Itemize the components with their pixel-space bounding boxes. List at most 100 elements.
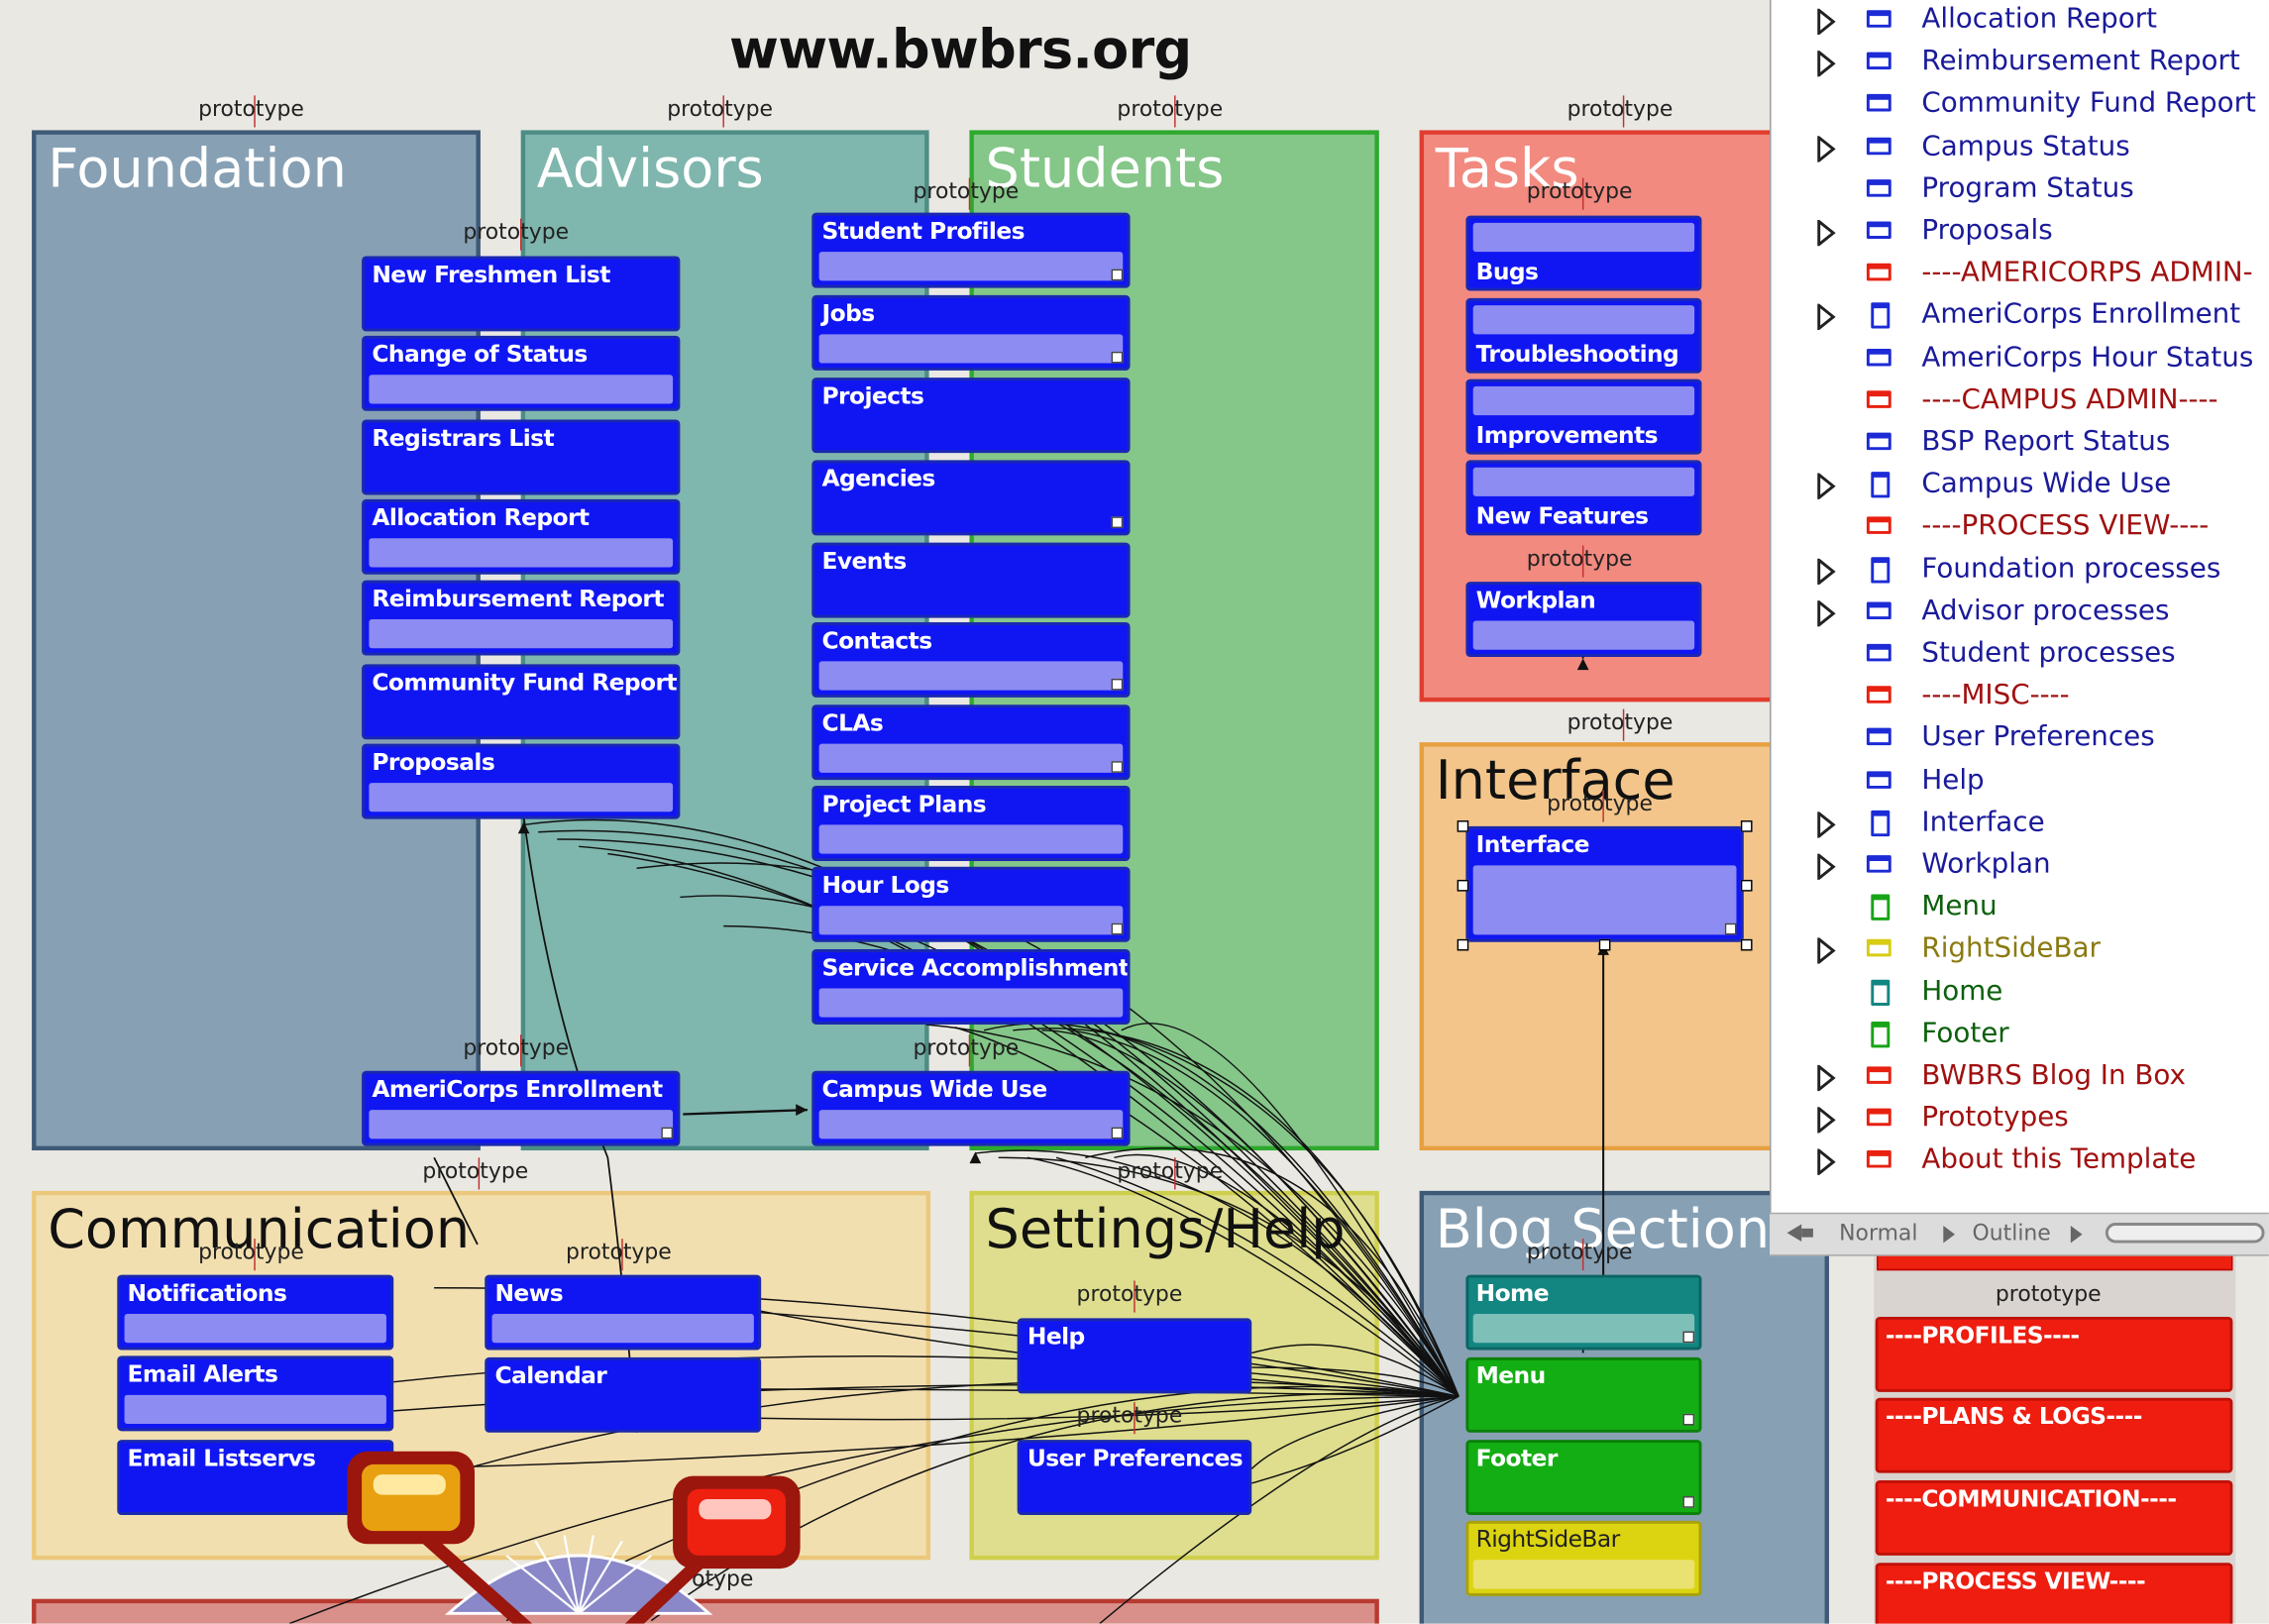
outline-item[interactable]: ----AMERICORPS ADMIN- bbox=[1772, 255, 2269, 296]
resize-handle[interactable] bbox=[1111, 351, 1124, 364]
outline-item[interactable]: AmeriCorps Enrollment bbox=[1772, 297, 2269, 339]
outline-item[interactable]: Program Status bbox=[1772, 170, 2269, 212]
resize-handle[interactable] bbox=[1724, 922, 1737, 935]
resize-handle[interactable] bbox=[661, 1127, 674, 1139]
outline-item[interactable]: RightSideBar bbox=[1772, 931, 2269, 973]
note-notifications[interactable]: Notifications bbox=[117, 1274, 394, 1351]
note-service-accomplishments[interactable]: Service Accomplishments bbox=[811, 949, 1131, 1025]
note-allocation-report[interactable]: Allocation Report bbox=[362, 498, 681, 575]
disclosure-triangle-icon[interactable] bbox=[1816, 1064, 1836, 1092]
note-interface[interactable]: Interface bbox=[1465, 825, 1744, 942]
note-clas[interactable]: CLAs bbox=[811, 704, 1131, 781]
note-hour-logs[interactable]: Hour Logs bbox=[811, 866, 1131, 942]
disclosure-triangle-icon[interactable] bbox=[1816, 853, 1836, 880]
selection-handle[interactable] bbox=[1598, 938, 1611, 951]
resize-handle[interactable] bbox=[1111, 761, 1124, 773]
note-campus-wide-use[interactable]: Campus Wide Use bbox=[811, 1070, 1131, 1146]
note-change-of-status[interactable]: Change of Status bbox=[362, 335, 681, 411]
note-footer[interactable]: Footer bbox=[1465, 1440, 1702, 1516]
outline-item[interactable]: About this Template bbox=[1772, 1142, 2269, 1184]
note-profiles-divider[interactable]: ----PROFILES---- bbox=[1875, 1316, 2233, 1392]
resize-handle[interactable] bbox=[1111, 922, 1124, 935]
disclosure-triangle-icon[interactable] bbox=[1816, 937, 1836, 965]
outline-item[interactable]: ----CAMPUS ADMIN---- bbox=[1772, 381, 2269, 423]
outline-item[interactable]: Advisor processes bbox=[1772, 593, 2269, 634]
disclosure-triangle-icon[interactable] bbox=[1816, 473, 1836, 500]
outline-item[interactable]: ----PROCESS VIEW---- bbox=[1772, 508, 2269, 550]
outline-view-button[interactable]: Outline bbox=[1972, 1220, 2051, 1246]
note-troubleshooting[interactable]: Troubleshooting bbox=[1465, 297, 1702, 374]
selection-handle[interactable] bbox=[1740, 820, 1753, 832]
note-help[interactable]: Help bbox=[1017, 1318, 1252, 1394]
outline-item[interactable]: Home bbox=[1772, 973, 2269, 1015]
note-student-profiles[interactable]: Student Profiles bbox=[811, 212, 1131, 288]
note-proposals[interactable]: Proposals bbox=[362, 743, 681, 819]
note-communication-divider[interactable]: ----COMMUNICATION---- bbox=[1875, 1479, 2233, 1556]
note-community-fund-report[interactable]: Community Fund Report bbox=[362, 664, 681, 740]
note-process-view-divider[interactable]: ----PROCESS VIEW---- bbox=[1875, 1563, 2233, 1624]
note-americorps-enrollment[interactable]: AmeriCorps Enrollment bbox=[362, 1070, 681, 1146]
normal-view-button[interactable]: Normal bbox=[1839, 1220, 1918, 1246]
resize-handle[interactable] bbox=[1682, 1413, 1695, 1426]
resize-handle[interactable] bbox=[1682, 1331, 1695, 1344]
outline-item[interactable]: Reimbursement Report bbox=[1772, 44, 2269, 85]
outline-item[interactable]: BWBRS Blog In Box bbox=[1772, 1058, 2269, 1100]
note-project-plans[interactable]: Project Plans bbox=[811, 785, 1131, 861]
note-workplan[interactable]: Workplan bbox=[1465, 582, 1702, 658]
note-events[interactable]: Events bbox=[811, 542, 1131, 618]
note-contacts[interactable]: Contacts bbox=[811, 621, 1131, 698]
outline-item[interactable]: Campus Status bbox=[1772, 128, 2269, 169]
disclosure-triangle-icon[interactable] bbox=[1816, 8, 1836, 36]
note-menu[interactable]: Menu bbox=[1465, 1356, 1702, 1433]
disclosure-triangle-icon[interactable] bbox=[1816, 599, 1836, 627]
disclosure-triangle-icon[interactable] bbox=[1816, 558, 1836, 585]
disclosure-triangle-icon[interactable] bbox=[1816, 1149, 1836, 1176]
outline-item[interactable]: Student processes bbox=[1772, 635, 2269, 677]
note-news[interactable]: News bbox=[485, 1274, 762, 1351]
disclosure-triangle-icon[interactable] bbox=[1816, 1107, 1836, 1134]
note-jobs[interactable]: Jobs bbox=[811, 294, 1131, 371]
note-improvements[interactable]: Improvements bbox=[1465, 379, 1702, 455]
disclosure-triangle-icon[interactable] bbox=[1816, 219, 1836, 247]
resize-handle[interactable] bbox=[1111, 678, 1124, 691]
outline-item[interactable]: Proposals bbox=[1772, 213, 2269, 255]
note-new-freshmen-list[interactable]: New Freshmen List bbox=[362, 256, 681, 332]
outline-item[interactable]: Interface bbox=[1772, 805, 2269, 846]
note-plans-logs-divider[interactable]: ----PLANS & LOGS---- bbox=[1875, 1397, 2233, 1473]
resize-handle[interactable] bbox=[1111, 269, 1124, 281]
resize-handle[interactable] bbox=[1111, 516, 1124, 529]
disclosure-triangle-icon[interactable] bbox=[1816, 51, 1836, 77]
outline-item[interactable]: User Preferences bbox=[1772, 719, 2269, 761]
disclosure-triangle-icon[interactable] bbox=[1816, 811, 1836, 838]
selection-handle[interactable] bbox=[1740, 938, 1753, 951]
outline-item[interactable]: Campus Wide Use bbox=[1772, 467, 2269, 508]
outline-item[interactable]: Footer bbox=[1772, 1016, 2269, 1057]
selection-handle[interactable] bbox=[1457, 879, 1469, 892]
outline-view-arrow-icon[interactable] bbox=[2068, 1223, 2086, 1245]
note-bugs[interactable]: Bugs bbox=[1465, 215, 1702, 291]
disclosure-triangle-icon[interactable] bbox=[1816, 135, 1836, 162]
outline-item[interactable]: Menu bbox=[1772, 889, 2269, 930]
note-user-preferences[interactable]: User Preferences bbox=[1017, 1440, 1252, 1516]
disclosure-triangle-icon[interactable] bbox=[1816, 304, 1836, 331]
outline-item[interactable]: Community Fund Report bbox=[1772, 86, 2269, 128]
outline-item[interactable]: Foundation processes bbox=[1772, 551, 2269, 593]
outline-item[interactable]: Allocation Report bbox=[1772, 1, 2269, 43]
outline-item[interactable]: Prototypes bbox=[1772, 1100, 2269, 1141]
note-reimbursement-report[interactable]: Reimbursement Report bbox=[362, 580, 681, 656]
note-agencies[interactable]: Agencies bbox=[811, 460, 1131, 536]
note-home[interactable]: Home bbox=[1465, 1274, 1702, 1351]
note-projects[interactable]: Projects bbox=[811, 378, 1131, 454]
outline-item[interactable]: AmeriCorps Hour Status bbox=[1772, 340, 2269, 381]
selection-handle[interactable] bbox=[1457, 938, 1469, 951]
outline-item[interactable]: ----MISC---- bbox=[1772, 678, 2269, 719]
normal-view-arrow-icon[interactable] bbox=[1940, 1223, 1958, 1245]
selection-handle[interactable] bbox=[1740, 879, 1753, 892]
note-registrars-list[interactable]: Registrars List bbox=[362, 419, 681, 495]
outline-item[interactable]: Help bbox=[1772, 762, 2269, 804]
selection-handle[interactable] bbox=[1457, 820, 1469, 832]
resize-handle[interactable] bbox=[1111, 1127, 1124, 1139]
note-calendar[interactable]: Calendar bbox=[485, 1356, 762, 1433]
